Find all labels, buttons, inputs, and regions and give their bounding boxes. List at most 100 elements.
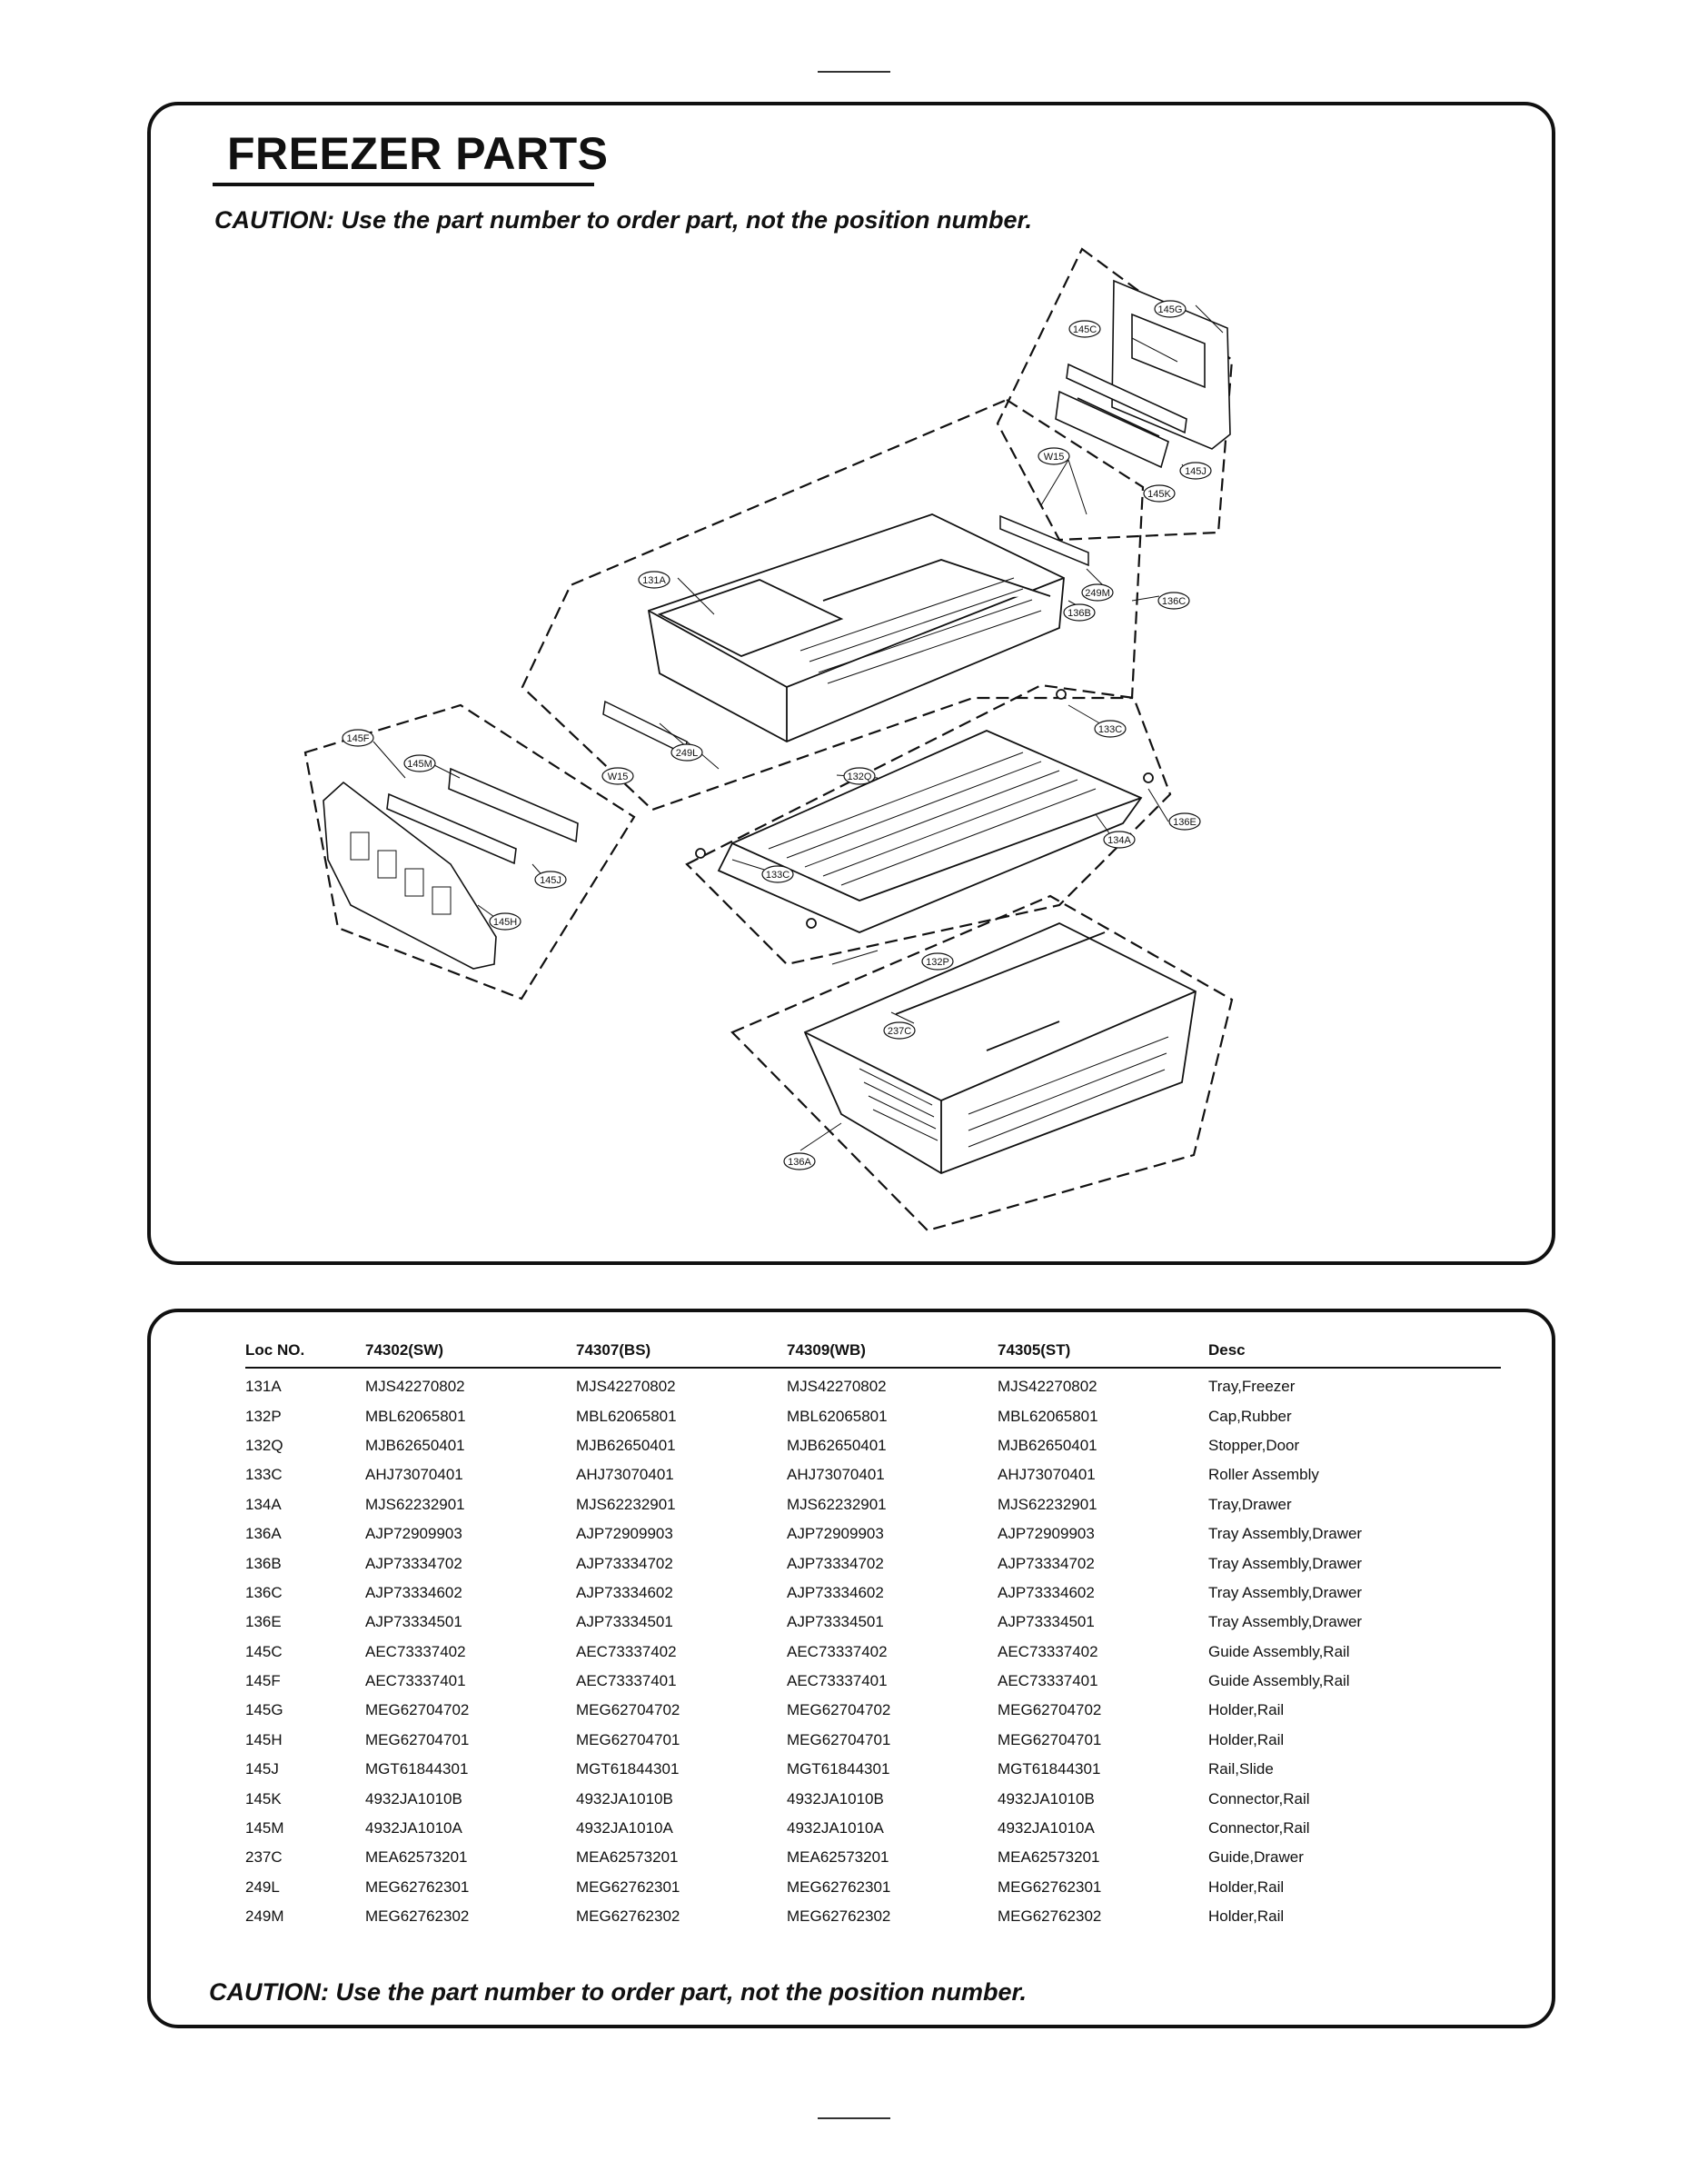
- cell-loc-no: 145M: [245, 1819, 284, 1837]
- cell-part-74302-sw: AHJ73070401: [365, 1466, 463, 1484]
- callout-w15-upper: [1038, 447, 1070, 465]
- cell-loc-no: 145K: [245, 1789, 282, 1808]
- cell-part-74309-wb: 4932JA1010A: [787, 1819, 884, 1837]
- table-header-row: Loc NO. 74302(SW) 74307(BS) 74309(WB) 74…: [245, 1339, 1501, 1369]
- cell-loc-no: 136E: [245, 1613, 282, 1631]
- cell-desc: Tray Assembly,Drawer: [1208, 1613, 1363, 1631]
- cell-part-74307-bs: MJS62232901: [576, 1495, 676, 1513]
- cell-loc-no: 145C: [245, 1642, 283, 1660]
- svg-text:W15: W15: [1044, 452, 1065, 463]
- svg-text:145H: 145H: [493, 917, 517, 928]
- svg-text:136A: 136A: [788, 1157, 811, 1168]
- cell-part-74309-wb: MBL62065801: [787, 1407, 888, 1425]
- callout-132q: [843, 767, 876, 785]
- cell-loc-no: 132Q: [245, 1436, 283, 1454]
- cell-loc-no: 134A: [245, 1495, 282, 1513]
- cell-part-74302-sw: MEG62704702: [365, 1701, 470, 1719]
- svg-text:249L: 249L: [676, 748, 698, 759]
- cell-desc: Rail,Slide: [1208, 1760, 1274, 1778]
- cell-part-74309-wb: AEC73337402: [787, 1642, 888, 1660]
- page-title: FREEZER PARTS: [227, 128, 609, 179]
- cell-desc: Stopper,Door: [1208, 1436, 1300, 1454]
- right-rail-assembly: [1055, 279, 1231, 469]
- callout-136c: [1157, 592, 1190, 610]
- cell-part-74307-bs: MGT61844301: [576, 1760, 680, 1778]
- svg-text:133C: 133C: [766, 870, 789, 881]
- left-rail-assembly: [323, 767, 579, 970]
- cell-part-74309-wb: AHJ73070401: [787, 1466, 885, 1484]
- cell-part-74305-st: AJP73334501: [998, 1613, 1095, 1631]
- svg-text:145J: 145J: [1185, 466, 1207, 477]
- cell-part-74305-st: MBL62065801: [998, 1407, 1098, 1425]
- cell-desc: Connector,Rail: [1208, 1819, 1310, 1837]
- column-header-74302-sw: 74302(SW): [365, 1339, 576, 1369]
- cell-part-74302-sw: MJB62650401: [365, 1436, 465, 1454]
- cell-part-74307-bs: MJB62650401: [576, 1436, 676, 1454]
- callout-237c: [883, 1021, 916, 1040]
- svg-text:134A: 134A: [1107, 835, 1131, 846]
- caution-note-top: CAUTION: Use the part number to order pa…: [214, 206, 1033, 234]
- cell-desc: Cap,Rubber: [1208, 1407, 1292, 1425]
- cell-part-74305-st: 4932JA1010B: [998, 1789, 1095, 1808]
- freezer-tray-upper: [647, 513, 1065, 742]
- cell-desc: Tray Assembly,Drawer: [1208, 1554, 1363, 1572]
- callout-145g: [1154, 300, 1187, 318]
- callout-133c-upper: [1094, 720, 1127, 738]
- callout-145j-right: [1179, 462, 1212, 480]
- cell-part-74307-bs: MEA62573201: [576, 1848, 679, 1867]
- column-header-74309-wb: 74309(WB): [787, 1339, 998, 1369]
- cell-desc: Tray,Drawer: [1208, 1495, 1292, 1513]
- cell-part-74309-wb: MEA62573201: [787, 1848, 889, 1867]
- svg-text:145J: 145J: [540, 875, 561, 886]
- cell-part-74302-sw: AEC73337401: [365, 1672, 466, 1690]
- cell-loc-no: 237C: [245, 1848, 283, 1867]
- column-header-74305-st: 74305(ST): [998, 1339, 1208, 1369]
- cell-part-74305-st: MJB62650401: [998, 1436, 1097, 1454]
- svg-text:145K: 145K: [1147, 489, 1171, 500]
- cell-part-74305-st: MEA62573201: [998, 1848, 1100, 1867]
- cell-loc-no: 132P: [245, 1407, 282, 1425]
- callout-249l: [670, 743, 703, 762]
- cell-part-74307-bs: 4932JA1010A: [576, 1819, 673, 1837]
- callout-bubbles: [342, 300, 1212, 1170]
- top-hairline: [818, 71, 890, 73]
- cell-part-74307-bs: MEG62704701: [576, 1730, 680, 1748]
- callout-136e: [1168, 812, 1201, 831]
- cell-desc: Guide Assembly,Rail: [1208, 1642, 1350, 1660]
- callout-131a: [638, 571, 670, 589]
- cell-desc: Holder,Rail: [1208, 1701, 1285, 1719]
- cell-part-74309-wb: AJP72909903: [787, 1525, 884, 1543]
- rail-holder-left: [323, 781, 497, 970]
- cell-part-74305-st: 4932JA1010A: [998, 1819, 1095, 1837]
- cell-part-74305-st: MEG62704701: [998, 1730, 1102, 1748]
- cell-desc: Holder,Rail: [1208, 1730, 1285, 1748]
- cell-part-74309-wb: AJP73334501: [787, 1613, 884, 1631]
- parts-table: Loc NO. 74302(SW) 74307(BS) 74309(WB) 74…: [245, 1339, 1501, 1931]
- cell-part-74309-wb: MEG62704702: [787, 1701, 891, 1719]
- cell-part-74302-sw: MEG62762302: [365, 1907, 470, 1926]
- cell-part-74302-sw: MJS42270802: [365, 1378, 465, 1396]
- svg-text:145M: 145M: [407, 759, 432, 770]
- cell-part-74309-wb: MGT61844301: [787, 1760, 890, 1778]
- cell-part-74307-bs: AJP73334602: [576, 1583, 673, 1601]
- cell-part-74305-st: MEG62762301: [998, 1877, 1102, 1896]
- svg-text:249M: 249M: [1085, 588, 1110, 599]
- cell-part-74302-sw: AJP73334602: [365, 1583, 462, 1601]
- slide-rail-right: [1066, 363, 1187, 434]
- cell-loc-no: 145F: [245, 1672, 281, 1690]
- cell-part-74307-bs: AHJ73070401: [576, 1466, 674, 1484]
- bottom-hairline: [818, 2117, 890, 2119]
- callout-136b: [1063, 603, 1096, 622]
